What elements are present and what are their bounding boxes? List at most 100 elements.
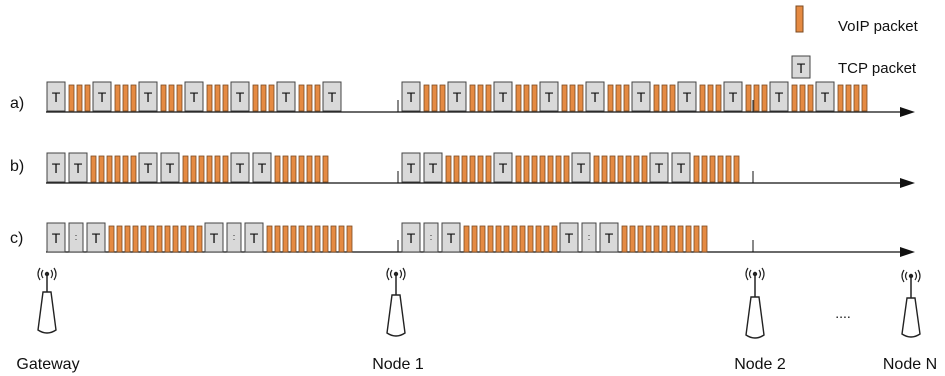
row-a-seg2-pkt26-voip — [699, 84, 706, 112]
row-c-seg1-pkt7-voip — [132, 225, 139, 253]
row-a-seg2-pkt8-voip — [485, 84, 492, 112]
row-c-seg1-pkt23-voip — [298, 225, 305, 253]
row-b-seg1-pkt1-tcp-symbol: T — [52, 160, 61, 176]
row-a-seg1-pkt21-tcp-symbol: T — [282, 89, 291, 105]
row-c-seg1-pkt2-empty-dots: : — [75, 232, 78, 242]
row-c-seg2-pkt1-tcp-symbol: T — [407, 230, 416, 246]
row-b-seg2-pkt25-tcp: T — [649, 152, 669, 183]
row-b-seg2-pkt21-voip — [617, 155, 624, 183]
legend: VoIP packet T TCP packet — [791, 5, 919, 79]
row-b-seg2-pkt24-voip — [641, 155, 648, 183]
row-c-seg1-pkt17-empty-dots: : — [233, 232, 236, 242]
row-c-seg2-pkt12-voip — [527, 225, 534, 253]
row-b-seg1-pkt9-tcp: T — [138, 152, 158, 183]
row-a-seg1-pkt19-voip — [260, 84, 267, 112]
row-label-a: a) — [10, 95, 24, 112]
row-b-seg2-pkt14-voip — [547, 155, 554, 183]
row-c-seg2-pkt27-voip — [685, 225, 692, 253]
row-c-seg2-pkt25-voip — [669, 225, 676, 253]
row-a-seg1-pkt10-voip — [160, 84, 167, 112]
row-c-seg1-pkt19-voip — [266, 225, 273, 253]
row-a-seg1-pkt13-tcp: T — [184, 81, 204, 112]
row-a-seg1-pkt21-tcp: T — [276, 81, 296, 112]
row-b-seg1-pkt8-voip — [130, 155, 137, 183]
row-c-seg1-pkt13-voip — [180, 225, 187, 253]
row-b-seg2-pkt12-voip — [531, 155, 538, 183]
gateway-label: Gateway — [16, 356, 79, 373]
row-c-seg1-pkt3-tcp-symbol: T — [92, 230, 101, 246]
row-a-seg2-pkt25-tcp-symbol: T — [683, 89, 692, 105]
row-c-seg2-pkt5-voip — [471, 225, 478, 253]
row-a-seg2-pkt40-voip — [853, 84, 860, 112]
row-c-seg1-pkt17-empty-slot: : — [226, 222, 242, 253]
row-a-seg1-pkt1-tcp-symbol: T — [52, 89, 61, 105]
row-b-seg1-pkt12-voip — [190, 155, 197, 183]
row-a-seg1-pkt7-voip — [122, 84, 129, 112]
row-b-seg1-pkt23-voip — [306, 155, 313, 183]
row-a-seg1-pkt9-tcp: T — [138, 81, 158, 112]
row-c-seg2-pkt21-voip — [637, 225, 644, 253]
row-c-seg1-pkt26-voip — [322, 225, 329, 253]
row-a-seg2-pkt19-voip — [615, 84, 622, 112]
row-c-seg2-pkt19-voip — [621, 225, 628, 253]
row-c-seg1-pkt1-tcp-symbol: T — [52, 230, 61, 246]
row-a-seg2-pkt17-tcp: T — [585, 81, 605, 112]
row-c-seg2-pkt23-voip — [653, 225, 660, 253]
row-c-seg1-pkt6-voip — [124, 225, 131, 253]
row-b-seg1-pkt24-voip — [314, 155, 321, 183]
row-a-seg1-pkt11-voip — [168, 84, 175, 112]
row-b-seg1-pkt3-voip — [90, 155, 97, 183]
row-a-seg2-pkt38-voip — [837, 84, 844, 112]
row-b-seg2-pkt32-voip — [733, 155, 740, 183]
row-b-seg2-pkt13-voip — [539, 155, 546, 183]
row-b-seg2-pkt2-tcp-symbol: T — [429, 160, 438, 176]
row-a-seg1-pkt4-voip — [84, 84, 91, 112]
row-c-seg2-pkt16-tcp-symbol: T — [565, 230, 574, 246]
row-c-seg1-pkt27-voip — [330, 225, 337, 253]
row-b-seg2-pkt30-voip — [717, 155, 724, 183]
row-b-seg2-pkt5-voip — [461, 155, 468, 183]
row-a-seg2-pkt34-voip — [791, 84, 798, 112]
row-b-seg1-pkt11-voip — [182, 155, 189, 183]
row-b-seg2-pkt3-voip — [445, 155, 452, 183]
row-c-seg2-pkt24-voip — [661, 225, 668, 253]
row-b-seg2-pkt29-voip — [709, 155, 716, 183]
node1-antenna-icon — [386, 267, 406, 337]
row-b-seg2-pkt4-voip — [453, 155, 460, 183]
row-c-seg1-pkt16-tcp-symbol: T — [210, 230, 219, 246]
row-c-seg1-pkt20-voip — [274, 225, 281, 253]
row-a-seg2-pkt29-tcp: T — [723, 81, 743, 112]
row-c-arrowhead — [900, 247, 915, 257]
row-b-seg2-pkt17-tcp-symbol: T — [577, 160, 586, 176]
row-c-seg2-pkt3-tcp-symbol: T — [447, 230, 456, 246]
row-a-seg2-pkt14-voip — [561, 84, 568, 112]
row-c-seg1-pkt28-voip — [338, 225, 345, 253]
row-c-seg2-pkt8-voip — [495, 225, 502, 253]
row-b-seg2-pkt1-tcp: T — [401, 152, 421, 183]
row-a-seg2-pkt24-voip — [669, 84, 676, 112]
row-c-seg2-pkt15-voip — [551, 225, 558, 253]
row-a-seg1-pkt2-voip — [68, 84, 75, 112]
row-a-arrowhead — [900, 107, 915, 117]
row-a-seg2-pkt27-voip — [707, 84, 714, 112]
row-a-seg1-pkt9-tcp-symbol: T — [144, 89, 153, 105]
row-a-seg1-pkt5-tcp-symbol: T — [98, 89, 107, 105]
row-a-seg1-pkt14-voip — [206, 84, 213, 112]
row-a-seg2-pkt21-tcp: T — [631, 81, 651, 112]
row-a-seg1-pkt6-voip — [114, 84, 121, 112]
row-b-seg1-pkt9-tcp-symbol: T — [144, 160, 153, 176]
row-b-seg1-pkt14-voip — [206, 155, 213, 183]
row-a-seg2-pkt9-tcp-symbol: T — [499, 89, 508, 105]
row-a-seg2-pkt37-tcp-symbol: T — [821, 89, 830, 105]
row-b-seg2-pkt9-tcp-symbol: T — [499, 160, 508, 176]
row-b-seg1-pkt17-tcp-symbol: T — [236, 160, 245, 176]
row-b-seg2-pkt16-voip — [563, 155, 570, 183]
row-a-seg2-pkt29-tcp-symbol: T — [729, 89, 738, 105]
row-c-seg1-pkt24-voip — [306, 225, 313, 253]
row-c-seg1-pkt5-voip — [116, 225, 123, 253]
row-c-seg1-pkt3-tcp: T — [86, 222, 106, 253]
row-c-seg1-pkt29-voip — [346, 225, 353, 253]
